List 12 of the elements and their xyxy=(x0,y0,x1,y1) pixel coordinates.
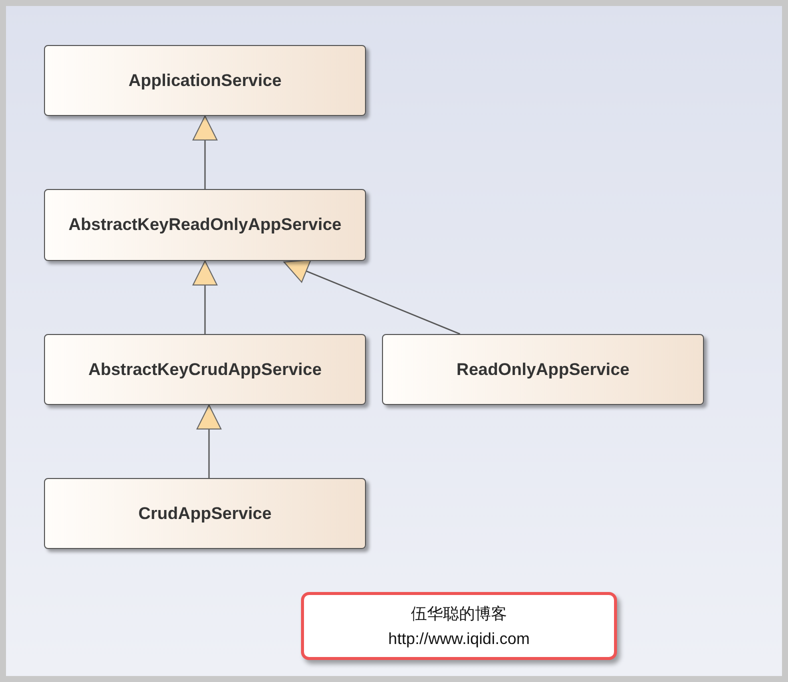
class-box: CrudAppService xyxy=(44,478,366,549)
class-box: ReadOnlyAppService xyxy=(382,334,704,405)
generalization-arrow xyxy=(192,116,218,189)
blog-title: 伍华聪的博客 xyxy=(411,604,507,624)
class-box: AbstractKeyReadOnlyAppService xyxy=(44,189,366,261)
url-text: http://www.iqidi.com xyxy=(388,630,530,648)
generalization-arrow xyxy=(192,260,218,334)
note-box xyxy=(301,592,617,660)
generalization-arrow xyxy=(196,404,222,478)
generalization-arrow xyxy=(284,259,460,335)
class-box: AbstractKeyCrudAppService xyxy=(44,334,366,405)
class-box: ApplicationService xyxy=(44,45,366,116)
